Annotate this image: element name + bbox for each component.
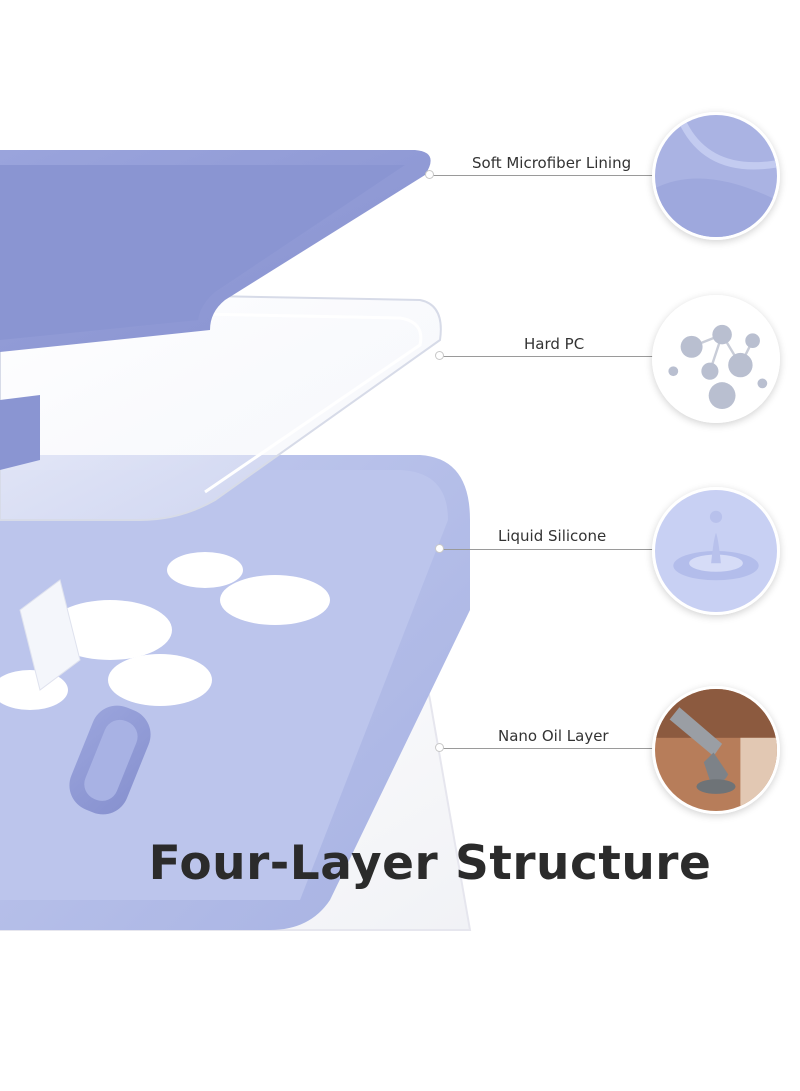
leader-line — [440, 356, 655, 357]
pointer-dot — [436, 744, 443, 751]
layer-label-microfiber: Soft Microfiber Lining — [472, 154, 632, 172]
pointer-dot — [426, 171, 433, 178]
microfiber-texture-icon — [652, 112, 780, 240]
liquid-drop-icon — [652, 487, 780, 615]
layer-label-liquid-silicone: Liquid Silicone — [498, 527, 607, 545]
pointer-dot — [436, 545, 443, 552]
layer-label-nano-oil: Nano Oil Layer — [498, 727, 609, 745]
pointer-dot — [436, 352, 443, 359]
leader-line — [430, 175, 655, 176]
oil-resistance-icon — [652, 686, 780, 814]
leader-line — [440, 549, 655, 550]
leader-line — [440, 748, 655, 749]
page-title: Four-Layer Structure — [148, 836, 712, 891]
microfiber-lining-layer-shape — [0, 150, 431, 470]
molecule-bubbles-icon — [652, 295, 780, 423]
hard-pc-layer-shape — [0, 290, 442, 691]
liquid-silicone-layer-shape — [0, 455, 470, 930]
layer-label-hard-pc: Hard PC — [524, 335, 585, 353]
